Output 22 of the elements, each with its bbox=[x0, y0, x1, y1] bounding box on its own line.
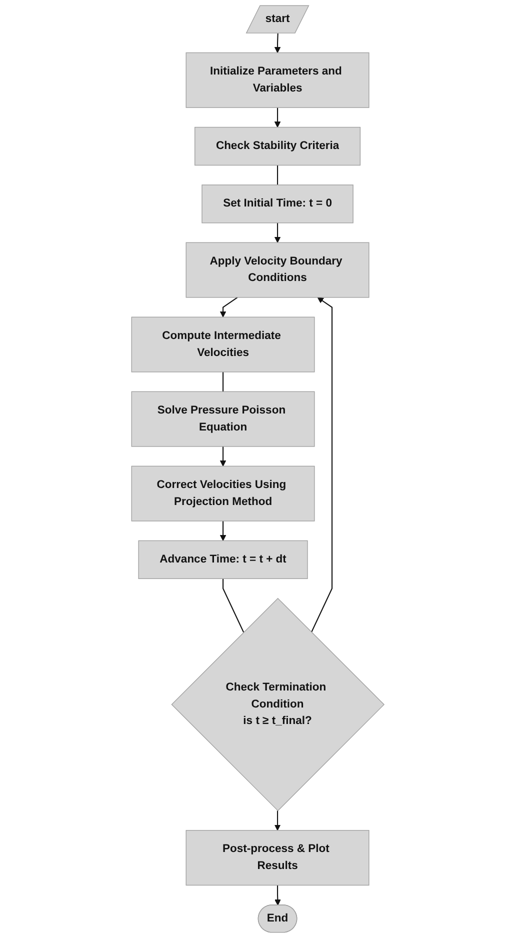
arrow bbox=[220, 296, 238, 318]
node-box: Solve Pressure Poisson Equation bbox=[130, 391, 314, 447]
node-box: Compute Intermediate Velocities bbox=[130, 316, 314, 372]
node-box: Post-process & Plot Results bbox=[185, 830, 369, 886]
connector bbox=[276, 165, 278, 185]
arrow bbox=[274, 222, 280, 243]
arrow bbox=[274, 885, 280, 906]
arrow bbox=[310, 297, 332, 632]
arrow bbox=[274, 810, 280, 831]
connector bbox=[222, 372, 224, 392]
node-box: Correct Velocities Using Projection Method bbox=[130, 466, 314, 522]
node-diamond: Check Termination Condition is t ≥ t_final? bbox=[170, 598, 384, 812]
node-box: Advance Time: t = t + dt bbox=[138, 540, 308, 580]
node-box: Initialize Parameters and Variables bbox=[185, 52, 369, 108]
arrow bbox=[274, 33, 280, 54]
arrow bbox=[220, 446, 226, 466]
connector bbox=[222, 578, 244, 632]
arrow bbox=[274, 108, 280, 128]
node-box: Set Initial Time: t = 0 bbox=[201, 184, 354, 224]
node-box: Apply Velocity Boundary Conditions bbox=[185, 242, 369, 298]
arrow bbox=[220, 521, 226, 541]
node-box: Check Stability Criteria bbox=[194, 126, 360, 166]
